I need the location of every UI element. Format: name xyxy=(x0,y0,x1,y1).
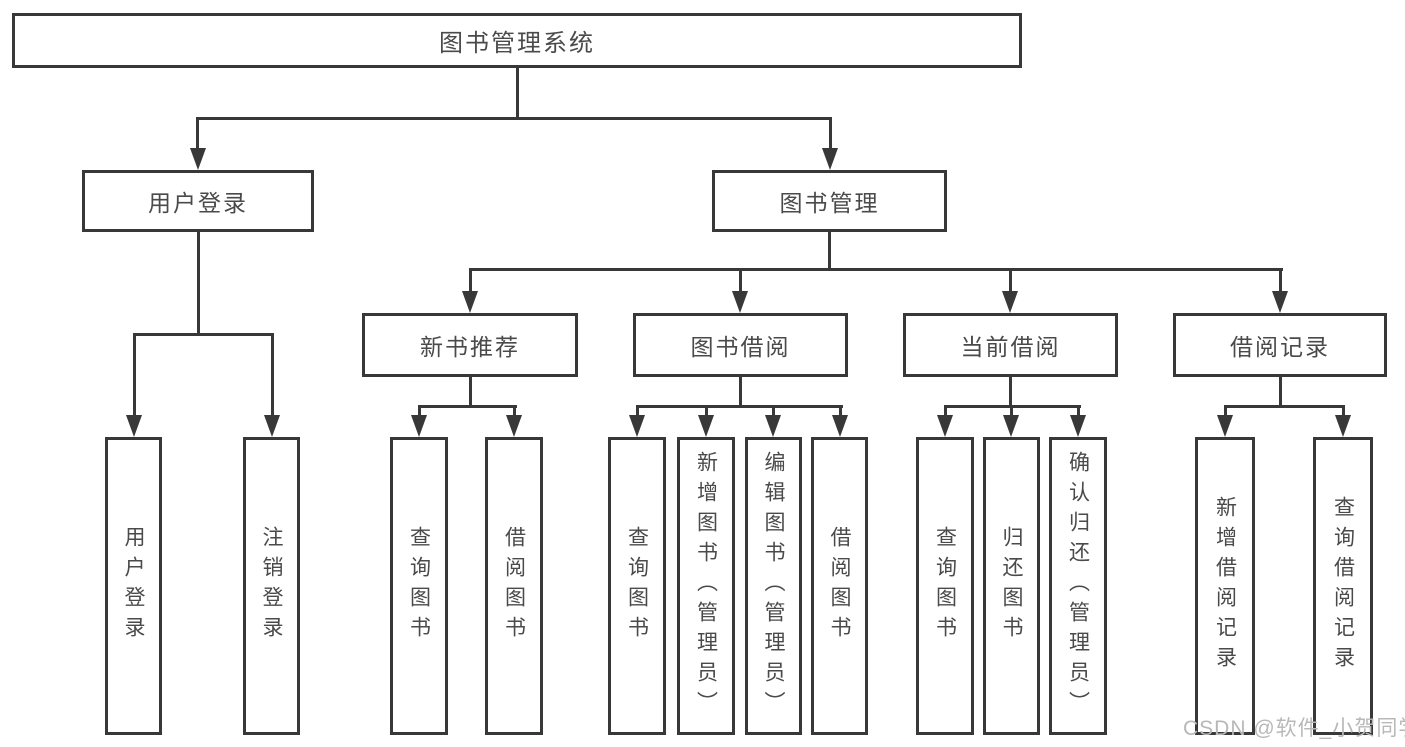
arrow-down-icon xyxy=(190,148,206,170)
connector-line xyxy=(636,405,843,408)
node-add-book-admin-label: 新增图书（管理员） xyxy=(694,451,718,721)
node-return-books: 归还图书 xyxy=(983,437,1040,735)
node-user-login-action-label: 用户登录 xyxy=(122,526,145,646)
connector-line xyxy=(828,232,831,271)
arrow-down-icon xyxy=(1070,415,1086,437)
connector-line xyxy=(516,68,519,120)
connector-line xyxy=(1009,268,1012,293)
node-root: 图书管理系统 xyxy=(12,13,1022,68)
arrow-down-icon xyxy=(732,291,748,313)
arrow-down-icon xyxy=(506,415,522,437)
node-query-borrow-record-label: 查询借阅记录 xyxy=(1331,496,1355,676)
node-current-query-books: 查询图书 xyxy=(916,437,974,735)
connector-line xyxy=(1009,377,1012,408)
connector-line xyxy=(469,268,1283,271)
connector-line xyxy=(418,405,421,417)
arrow-down-icon xyxy=(1002,291,1018,313)
arrow-down-icon xyxy=(411,415,427,437)
node-return-books-label: 归还图书 xyxy=(1000,526,1023,646)
arrow-down-icon xyxy=(126,415,142,437)
node-logout-action-label: 注销登录 xyxy=(260,526,283,646)
connector-line xyxy=(1279,377,1282,408)
connector-line xyxy=(1224,405,1227,417)
connector-line xyxy=(839,405,842,417)
node-current-borrow-label: 当前借阅 xyxy=(960,334,1061,360)
node-borrow-records: 借阅记录 xyxy=(1173,313,1387,377)
node-confirm-return-admin: 确认归还（管理员） xyxy=(1049,437,1107,735)
node-confirm-return-admin-label: 确认归还（管理员） xyxy=(1066,451,1090,721)
connector-line xyxy=(739,377,742,408)
arrow-down-icon xyxy=(629,415,645,437)
watermark: CSDN @软件_小贺同学 xyxy=(1183,717,1405,740)
node-book-management: 图书管理 xyxy=(712,170,947,232)
node-edit-book-admin: 编辑图书（管理员） xyxy=(745,437,802,735)
connector-line xyxy=(1077,405,1080,417)
node-borrow-borrow-books: 借阅图书 xyxy=(811,437,868,735)
connector-line xyxy=(944,405,947,417)
arrow-down-icon xyxy=(264,415,280,437)
node-add-borrow-record: 新增借阅记录 xyxy=(1195,437,1255,735)
node-book-borrow-label: 图书借阅 xyxy=(690,334,791,360)
node-new-book-recommend-label: 新书推荐 xyxy=(420,334,520,360)
node-new-book-recommend: 新书推荐 xyxy=(362,313,578,377)
connector-line xyxy=(196,117,199,151)
arrow-down-icon xyxy=(832,415,848,437)
connector-line xyxy=(133,333,136,417)
connector-line xyxy=(705,405,708,417)
arrow-down-icon xyxy=(1003,415,1019,437)
arrow-down-icon xyxy=(765,415,781,437)
node-root-label: 图书管理系统 xyxy=(439,30,595,57)
connector-line xyxy=(196,117,832,120)
node-current-query-books-label: 查询图书 xyxy=(933,526,957,646)
arrow-down-icon xyxy=(937,415,953,437)
node-recommend-query-books: 查询图书 xyxy=(390,437,448,735)
node-borrow-borrow-books-label: 借阅图书 xyxy=(828,526,851,646)
connector-line xyxy=(469,268,472,293)
node-borrow-query-books-label: 查询图书 xyxy=(625,526,649,646)
arrow-down-icon xyxy=(1272,291,1288,313)
connector-line xyxy=(513,405,516,417)
connector-line xyxy=(772,405,775,417)
connector-line xyxy=(636,405,639,417)
node-user-login: 用户登录 xyxy=(82,170,314,232)
node-add-borrow-record-label: 新增借阅记录 xyxy=(1213,496,1237,676)
node-user-login-action: 用户登录 xyxy=(105,437,162,735)
node-current-borrow: 当前借阅 xyxy=(903,313,1118,377)
connector-line xyxy=(469,377,472,408)
connector-line xyxy=(1342,405,1345,417)
connector-line xyxy=(739,268,742,293)
connector-line xyxy=(418,405,517,408)
node-borrow-records-label: 借阅记录 xyxy=(1230,334,1330,360)
node-add-book-admin: 新增图书（管理员） xyxy=(677,437,735,735)
node-recommend-borrow-books: 借阅图书 xyxy=(485,437,543,735)
arrow-down-icon xyxy=(822,148,838,170)
node-book-management-label: 图书管理 xyxy=(779,190,880,216)
arrow-down-icon xyxy=(1217,415,1233,437)
node-book-borrow: 图书借阅 xyxy=(633,313,848,377)
node-recommend-query-books-label: 查询图书 xyxy=(407,526,431,646)
arrow-down-icon xyxy=(698,415,714,437)
connector-line xyxy=(1224,405,1345,408)
connector-line xyxy=(829,117,832,151)
connector-line xyxy=(1010,405,1013,417)
connector-line xyxy=(1279,268,1282,293)
node-recommend-borrow-books-label: 借阅图书 xyxy=(502,526,526,646)
node-query-borrow-record: 查询借阅记录 xyxy=(1313,437,1373,735)
node-logout-action: 注销登录 xyxy=(243,437,300,735)
arrow-down-icon xyxy=(462,291,478,313)
connector-line xyxy=(271,333,274,417)
connector-line xyxy=(197,232,200,336)
arrow-down-icon xyxy=(1335,415,1351,437)
connector-line xyxy=(133,333,274,336)
node-user-login-label: 用户登录 xyxy=(148,190,248,216)
node-edit-book-admin-label: 编辑图书（管理员） xyxy=(762,451,785,721)
node-borrow-query-books: 查询图书 xyxy=(608,437,666,735)
